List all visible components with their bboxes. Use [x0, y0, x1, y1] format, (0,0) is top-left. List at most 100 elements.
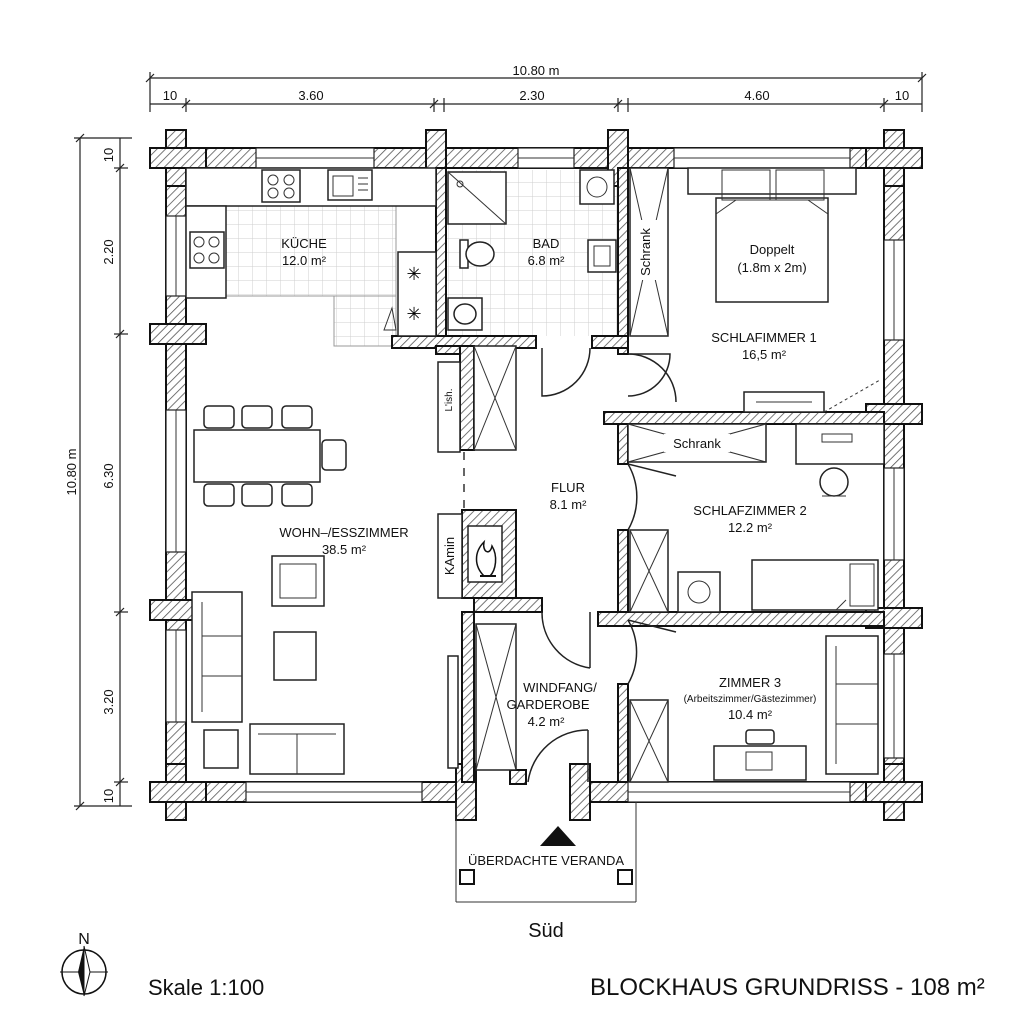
- hall: L'ish. FLUR 8.1 m²: [437, 345, 588, 512]
- room3-door: [627, 619, 638, 685]
- fireplace-label: KAmin: [442, 537, 457, 575]
- shower-icon: [447, 171, 507, 225]
- bath-door: [541, 347, 591, 397]
- bedroom2: Schrank SCHLAFZIMMER 2 12.2 m²: [627, 423, 885, 613]
- bedroom2-name: SCHLAFZIMMER 2: [693, 503, 806, 518]
- double-bed-name: Doppelt: [750, 242, 795, 257]
- bath: BAD 6.8 m²: [447, 169, 617, 331]
- top-dimensions: 10.80 m 10 3.60 2.30 4.60 10: [145, 63, 927, 112]
- veranda-label: ÜBERDACHTE VERANDA: [468, 853, 624, 868]
- bedroom1-name: SCHLAFIMMER 1: [711, 330, 816, 345]
- living-area: 38.5 m²: [322, 542, 367, 557]
- desk: [713, 729, 807, 781]
- desk: [743, 391, 825, 413]
- north-label: N: [78, 931, 90, 948]
- room3-area: 10.4 m²: [728, 707, 773, 722]
- left-dimension-segment: 3.20: [101, 689, 116, 714]
- fridge-label: L'ish.: [444, 388, 455, 411]
- veranda: ÜBERDACHTE VERANDA: [455, 802, 637, 903]
- top-dimension-segment: 4.60: [744, 88, 769, 103]
- fire-icon: [475, 539, 497, 577]
- entry-area: 4.2 m²: [528, 714, 566, 729]
- veranda-post: [459, 869, 475, 885]
- living-room: WOHN–/ESSZIMMER 38.5 m²: [191, 405, 409, 775]
- toilet-icon: [447, 297, 483, 331]
- hall-cabinet: [473, 345, 517, 451]
- sink-icon: [327, 169, 373, 201]
- armchair: [271, 555, 325, 607]
- top-dimension-segment: 2.30: [519, 88, 544, 103]
- doors: [527, 347, 677, 783]
- kitchen-tiled-floor: [225, 205, 397, 297]
- side-table: [203, 729, 239, 769]
- appliance-icon: ✳ ✳: [406, 264, 421, 325]
- svg-text:✳: ✳: [406, 264, 421, 285]
- scale-label: Skale 1:100: [148, 975, 264, 1000]
- desk: [795, 423, 885, 465]
- entry-name-line2: GARDEROBE: [506, 697, 589, 712]
- wall-cabinet: [447, 655, 459, 769]
- north-arrow-icon: N: [60, 931, 108, 997]
- windows: [165, 147, 905, 803]
- washer-icon: [677, 571, 721, 613]
- entrance-arrow-icon: [540, 826, 576, 846]
- bath-area: 6.8 m²: [528, 253, 566, 268]
- coat-closet: [475, 623, 517, 771]
- interior-walls: [391, 167, 885, 785]
- office-chair: [819, 467, 849, 497]
- left-dimension-segment: 6.30: [101, 463, 116, 488]
- fireplace: KAmin: [437, 513, 503, 599]
- washbasin-icon: [587, 239, 617, 273]
- fridge: L'ish.: [437, 361, 461, 453]
- hall-area: 8.1 m²: [550, 497, 588, 512]
- wardrobe-label: Schrank: [638, 228, 653, 276]
- veranda-post: [617, 869, 633, 885]
- cooktop-icon: [189, 231, 225, 269]
- bedroom1-area: 16,5 m²: [742, 347, 787, 362]
- kitchen-tiled-floor: [333, 295, 397, 347]
- bedroom1-door-arc: [627, 353, 677, 403]
- loveseat: [249, 723, 345, 775]
- double-bed: Doppelt (1.8m x 2m): [687, 167, 857, 303]
- front-door: [527, 729, 589, 783]
- toilet-icon: [459, 239, 495, 269]
- left-dimensions: 10.80 m 10 2.20 6.30 3.20 10: [64, 133, 132, 811]
- wardrobe-label: Schrank: [673, 436, 721, 451]
- top-dimension-segment: 3.60: [298, 88, 323, 103]
- wardrobe: Schrank: [627, 423, 767, 463]
- single-bed: [751, 559, 879, 611]
- svg-text:✳: ✳: [406, 304, 421, 325]
- bath-name: BAD: [533, 236, 560, 251]
- top-dimension-segment: 10: [895, 88, 909, 103]
- left-dimension-segment: 10: [101, 789, 116, 803]
- washing-machine-icon: [579, 169, 615, 205]
- bedroom2-door: [627, 463, 638, 531]
- entry-name-line1: WINDFANG/: [523, 680, 597, 695]
- log-corner-posts: [149, 129, 923, 821]
- left-dimension-segment: 2.20: [101, 239, 116, 264]
- bedroom1-door-swing: [627, 353, 671, 397]
- bedroom1: Schrank Doppelt (1.8m x 2m) SCHLAFIMMER …: [629, 167, 881, 413]
- top-total-dimension: 10.80 m: [513, 63, 560, 78]
- sofa: [191, 591, 243, 723]
- sofa-bed: [825, 635, 879, 775]
- entry-inner-door: [541, 611, 591, 669]
- cabinet: [629, 699, 669, 783]
- stove-icon: [261, 169, 301, 203]
- double-bed-size: (1.8m x 2m): [737, 260, 806, 275]
- top-dimension-segment: 10: [163, 88, 177, 103]
- cabinet: [629, 529, 669, 613]
- room3-subtitle: (Arbeitszimmer/Gästezimmer): [684, 694, 817, 705]
- room3: ZIMMER 3 (Arbeitszimmer/Gästezimmer) 10.…: [629, 635, 879, 783]
- left-dimension-segment: 10: [101, 148, 116, 162]
- south-label: Süd: [528, 920, 564, 942]
- plan-title: BLOCKHAUS GRUNDRISS - 108 m²: [590, 974, 985, 1001]
- kitchen-name: KÜCHE: [281, 236, 327, 251]
- bedroom2-area: 12.2 m²: [728, 520, 773, 535]
- office-chair: [745, 729, 775, 745]
- hall-name: FLUR: [551, 480, 585, 495]
- kitchen: ✳ ✳ KÜCHE 12.0 m²: [185, 167, 437, 337]
- coffee-table: [273, 631, 317, 681]
- living-name: WOHN–/ESSZIMMER: [279, 525, 408, 540]
